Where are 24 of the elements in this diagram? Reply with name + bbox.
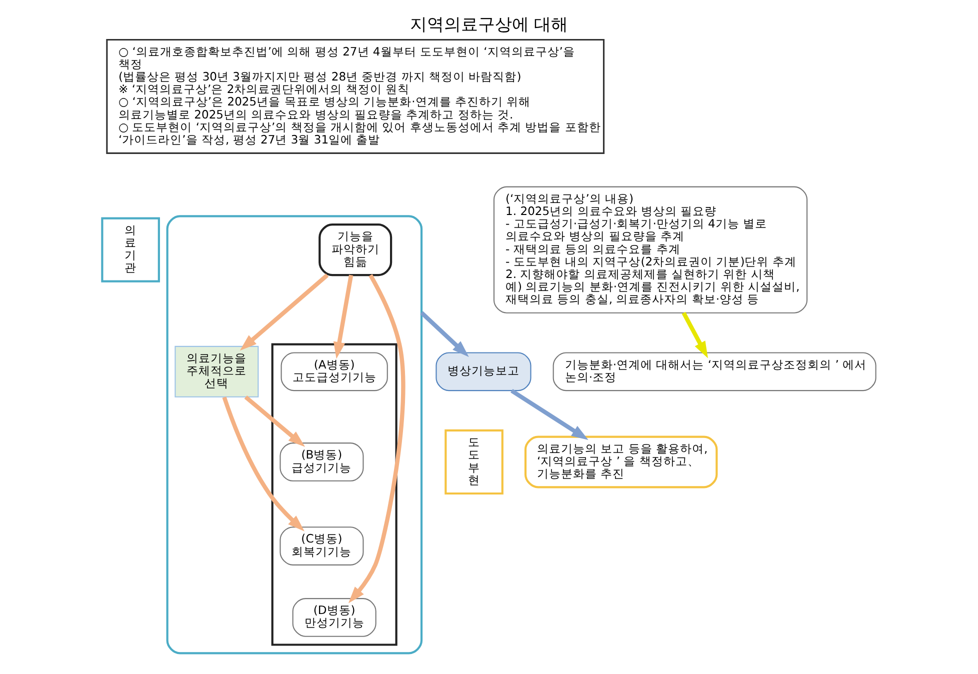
node-box: 의료기관: [101, 217, 160, 282]
arrow: [222, 396, 304, 532]
arrow: [348, 274, 406, 604]
cluster: [271, 343, 398, 646]
node-box: (D병동) 만성기기능: [292, 598, 376, 637]
node-box: 병상기능보고: [436, 352, 532, 392]
node-box: ○ ‘의료개호종합확보추진법’에 의해 평성 27년 4월부터 도도부현이 ‘지역의료구상’을 책정 (법률상은 평성 30년 3월까지지만 평성 28년 중반경 까지 책정이 바람직함) ※ ‘지역의료구상’은 2차의료권단위에서의 책정이 원칙 ○ ‘지역의료구상’은 2025년을 목표로 병상의 기능분화·연계를 추진하기 위해 의료기능별로 2025년의 의료수요와 병상의 필요량을 추계하고 정하는 것. ○ 도도부현이 ‘지역의료구상’의 책정을 개시함에 있어 후생노동성에서 추계 방법을 포함한 ‘가이드라인’을 작성, 평성 27년 3월 31일에 출발: [106, 38, 605, 154]
arrow: [244, 395, 306, 447]
node-box: (‘지역의료구상’의 내용) 1. 2025년의 의료수요와 병상의 필요량 - 고도급성기·급성기·회복기·만성기의 4기능 별로 의료수요와 병상의 필요량을 추계 - 재택의료 등의 의료수요를 추계 - 도도부현 내의 지역구상(2차의료권이 기분)단위 추계 2. 지향해야할 의료제공체제를 실현하기 위한 시책 예) 의료기능의 분화·연계를 진전시키기 위한 시설설비, 재택의료 등의 충실, 의료종사자의 확보·양성 등: [493, 186, 808, 314]
cluster: [166, 215, 423, 654]
node-box: 기능분화·연계에 대해서는 ‘지역의료구상조정회의 ’ 에서 논의·조정: [552, 352, 876, 392]
diagram-title: 지역의료구상에 대해: [410, 14, 568, 34]
arrow: [333, 274, 354, 359]
node-box: (B병동) 급성기기능: [280, 442, 364, 482]
node-box: (A병동) 고도급성기기능: [280, 352, 388, 392]
arrow: [682, 312, 708, 358]
node-box: 도도부현: [444, 429, 504, 495]
node-box: 의료기능을 주체적으로 선택: [174, 346, 259, 398]
node-box: 의료기능의 보고 등을 활용하여, ‘지역의료구상 ’ 을 책정하고、 기능분화를 추진: [524, 436, 718, 488]
node-box: (C병동) 회복기기능: [280, 526, 364, 566]
arrow: [240, 274, 329, 351]
node-box: 기능을 파악하기 힘듦: [318, 224, 392, 276]
arrow: [420, 311, 469, 357]
arrow: [510, 389, 588, 440]
